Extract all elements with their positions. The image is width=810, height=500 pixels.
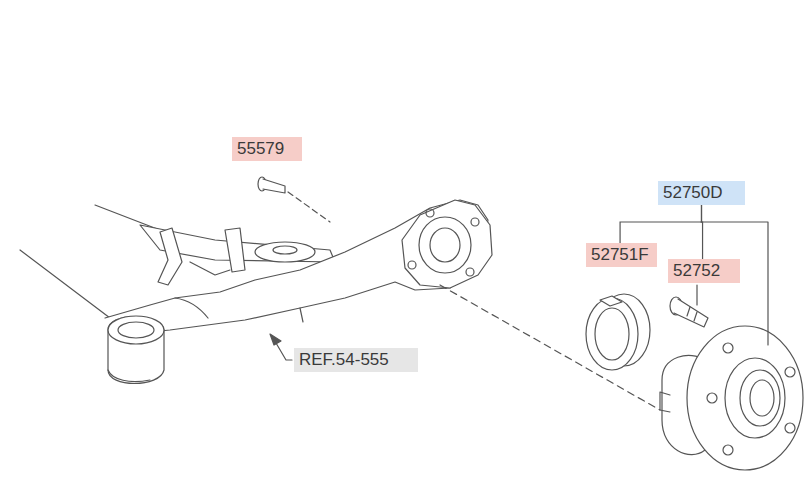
callout-number: 52752 [673,261,735,281]
bolt-52752 [670,297,708,327]
part-number-box: 52751F [586,243,657,267]
hub-bearing [740,370,780,426]
part-number-box: 52752 [668,259,740,283]
knuckle-plate [402,200,492,288]
trailing-arm [108,316,164,344]
bracket-lines [696,285,697,305]
hub-leader [440,285,660,410]
hub-bearing [660,392,670,412]
torsion-beam [225,228,245,272]
hub-bearing [707,393,717,403]
knuckle-plate [402,200,492,288]
torsion-beam [158,228,182,285]
knuckle-plate [466,268,474,276]
ref-leader [270,334,292,360]
part-number-box: 55579 [232,137,302,161]
hub-bearing [723,343,733,353]
assembly-number-box: 52750D [658,181,745,205]
ref-leader [276,343,292,360]
torsion-beam [190,262,230,275]
hub-leader [440,285,660,410]
trailing-arm [175,298,208,318]
hub-bearing [750,380,774,416]
callout-number: 52751F [591,245,652,265]
hub-bearing [725,358,785,438]
bolt-52752 [687,307,697,321]
knuckle-plate [426,209,434,217]
callout-number: 55579 [237,139,297,159]
hub-bearing [723,445,733,455]
hub-bearing [785,423,795,433]
torsion-beam [255,242,315,262]
hub-bearing [660,326,803,470]
reference-box: REF.54-555 [294,348,418,372]
callout-number: REF.54-555 [299,350,413,370]
trailing-arm [108,370,150,382]
knuckle-plate [471,218,479,226]
trailing-arm [108,317,164,384]
bracket-line [620,205,701,243]
ref-leader [270,334,281,345]
torsion-beam [20,250,110,318]
trailing-arm [300,308,303,322]
sensor-ring-52751F [600,296,622,306]
sensor-ring-52751F [586,298,638,370]
bracket-lines [701,222,768,345]
sensor-ring-52751F [586,294,650,370]
bolt-55579 [258,177,330,222]
hub-bearing [785,367,795,377]
knuckle-plate [430,228,460,262]
sensor-ring-52751F [595,308,629,360]
bracket-line [702,205,703,259]
trailing-arm [118,322,154,338]
hub-bearing [687,326,803,470]
bolt-55579 [288,192,330,222]
trailing-arm [105,200,488,384]
torsion-beam [273,246,297,254]
bracket-lines [697,222,768,345]
bolt-52752 [674,299,708,327]
bolt-55579 [263,179,285,193]
knuckle-plate [419,217,471,273]
knuckle-plate [408,261,416,269]
callout-number: 52750D [663,183,740,203]
